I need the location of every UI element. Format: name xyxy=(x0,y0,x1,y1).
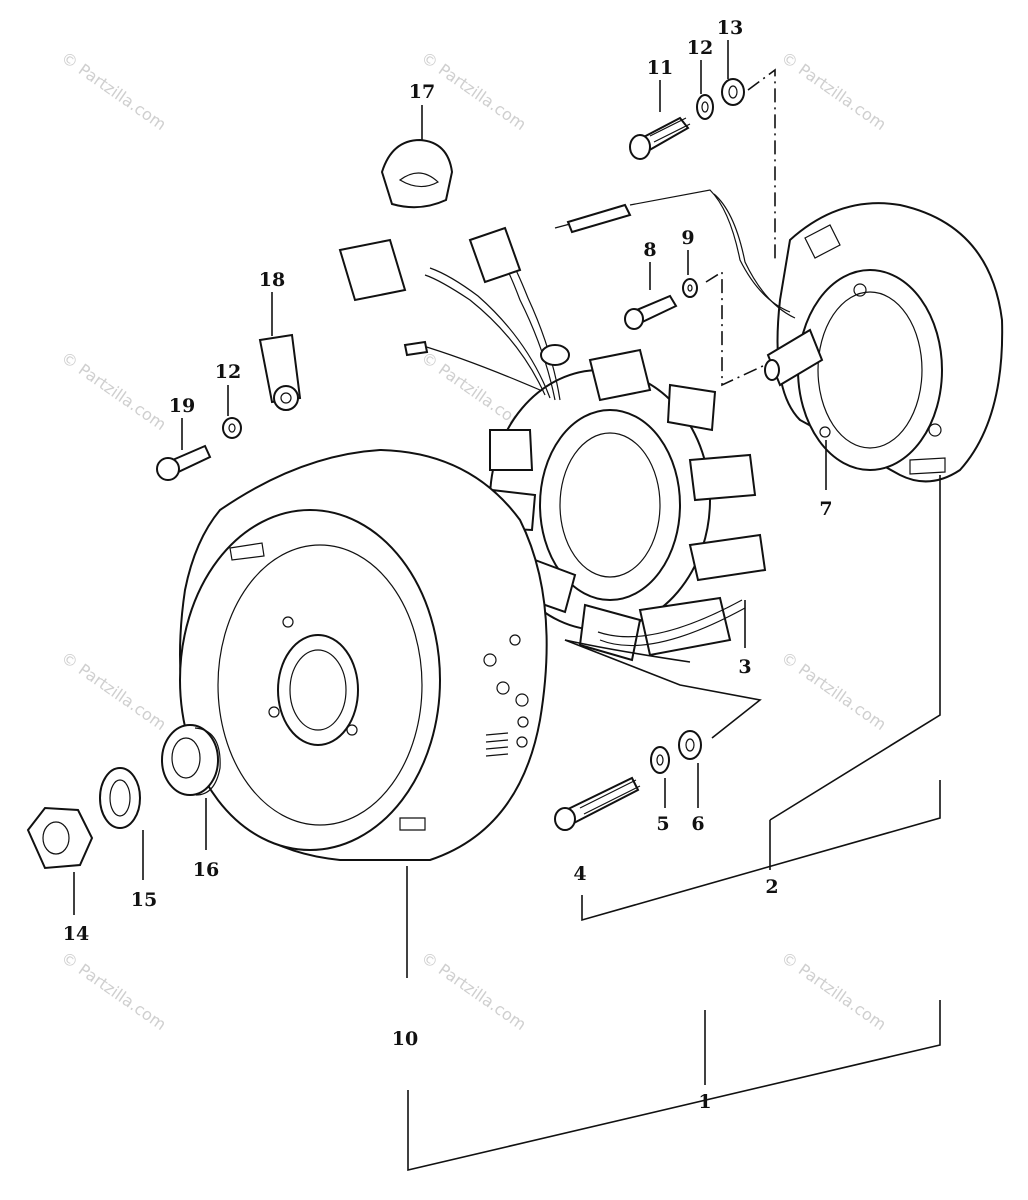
watermark: © Partzilla.com xyxy=(778,648,890,734)
label-part-9: 9 xyxy=(681,227,694,249)
washer-6-drawing xyxy=(678,730,702,808)
label-part-15: 15 xyxy=(131,889,157,911)
label-part-2: 2 xyxy=(765,876,778,898)
label-part-8: 8 xyxy=(643,239,656,261)
watermark: © Partzilla.com xyxy=(58,348,170,434)
watermark: © Partzilla.com xyxy=(778,948,890,1034)
base-plate-7-drawing xyxy=(764,202,1004,490)
washer-9-drawing xyxy=(682,250,698,298)
watermark: © Partzilla.com xyxy=(58,948,170,1034)
label-part-4: 4 xyxy=(573,863,586,885)
label-part-16: 16 xyxy=(193,859,219,881)
washer-12-top-drawing xyxy=(696,60,714,120)
part-labels: 1 2 3 4 5 6 7 8 9 10 11 12 12 13 14 15 1… xyxy=(63,17,833,1113)
label-part-18: 18 xyxy=(259,269,285,291)
washer-12-left-drawing xyxy=(222,385,242,439)
label-part-13: 13 xyxy=(717,17,743,39)
label-part-5: 5 xyxy=(656,813,669,835)
grommet-17-drawing xyxy=(380,105,454,209)
label-part-17: 17 xyxy=(409,81,435,103)
label-part-7: 7 xyxy=(819,498,832,520)
bolt-11-drawing xyxy=(629,80,691,160)
watermark: © Partzilla.com xyxy=(418,948,530,1034)
label-part-1: 1 xyxy=(698,1091,711,1113)
screw-8-drawing xyxy=(624,262,678,330)
label-part-12-top: 12 xyxy=(687,37,713,59)
watermark: © Partzilla.com xyxy=(58,48,170,134)
stator-3-drawing xyxy=(489,348,767,662)
label-part-11: 11 xyxy=(647,57,673,79)
watermark: © Partzilla.com xyxy=(778,48,890,134)
washer-5-drawing xyxy=(650,746,670,808)
label-part-12-left: 12 xyxy=(215,361,241,383)
nut-14-drawing xyxy=(26,806,94,915)
screw-4-drawing xyxy=(554,776,641,831)
label-part-3: 3 xyxy=(738,656,751,678)
lock-washer-15-drawing xyxy=(99,767,144,880)
label-part-6: 6 xyxy=(691,813,704,835)
flywheel-10-drawing xyxy=(179,448,548,978)
screw-19-drawing xyxy=(156,418,212,481)
watermark: © Partzilla.com xyxy=(58,648,170,734)
label-part-14: 14 xyxy=(63,923,89,945)
label-part-10: 10 xyxy=(392,1028,418,1050)
washer-13-drawing xyxy=(721,40,745,106)
collar-16-drawing xyxy=(161,724,221,850)
plate-18-drawing xyxy=(258,292,302,411)
label-part-19: 19 xyxy=(169,395,195,417)
